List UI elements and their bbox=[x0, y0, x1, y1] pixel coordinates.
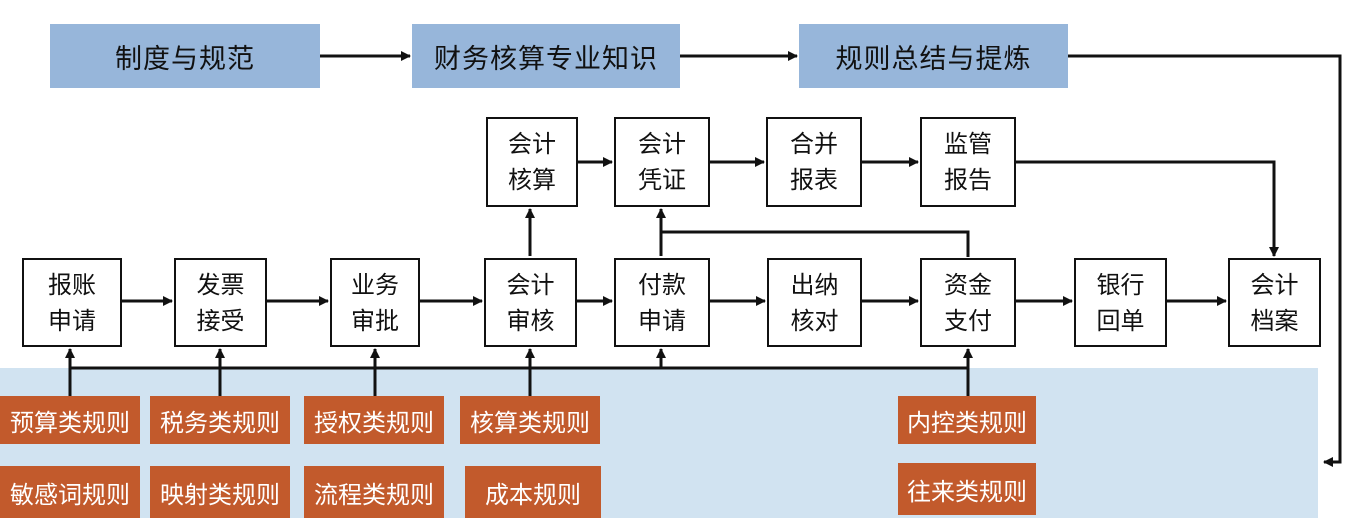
rule-sensitive: 敏感词规则 bbox=[0, 466, 140, 518]
node-line: 审核 bbox=[506, 306, 555, 335]
node-line: 凭证 bbox=[638, 166, 686, 194]
rule-label: 流程类规则 bbox=[314, 480, 434, 509]
node-line: 核对 bbox=[790, 306, 839, 335]
rule-label: 往来类规则 bbox=[907, 477, 1027, 506]
node-line: 档案 bbox=[1250, 306, 1299, 335]
node-line: 接受 bbox=[196, 306, 245, 335]
top-box-label: 财务核算专业知识 bbox=[434, 43, 658, 75]
rule-label: 预算类规则 bbox=[10, 408, 130, 437]
node-line: 回单 bbox=[1096, 306, 1145, 335]
node-cashier: 出纳 核对 bbox=[767, 258, 862, 347]
rule-calc: 核算类规则 bbox=[460, 396, 600, 444]
rule-label: 核算类规则 bbox=[470, 408, 590, 437]
node-line: 支付 bbox=[944, 306, 992, 335]
node-line: 付款 bbox=[638, 270, 686, 299]
node-line: 报表 bbox=[790, 166, 838, 194]
node-line: 核算 bbox=[508, 166, 556, 194]
top-box-summary: 规则总结与提炼 bbox=[799, 24, 1068, 88]
node-line: 资金 bbox=[944, 270, 992, 299]
node-voucher: 会计 凭证 bbox=[614, 117, 710, 207]
node-line: 发票 bbox=[196, 270, 245, 299]
node-line: 会计 bbox=[506, 270, 555, 299]
node-line: 会计 bbox=[508, 130, 556, 158]
node-line: 会计 bbox=[638, 130, 686, 158]
top-box-institution: 制度与规范 bbox=[50, 24, 320, 88]
node-line: 合并 bbox=[790, 130, 838, 158]
rule-cost: 成本规则 bbox=[465, 466, 601, 518]
node-fund: 资金 支付 bbox=[920, 258, 1016, 347]
rule-label: 成本规则 bbox=[485, 480, 581, 509]
rule-dealings: 往来类规则 bbox=[898, 463, 1036, 515]
node-reimburse: 报账 申请 bbox=[22, 258, 122, 347]
node-invoice: 发票 接受 bbox=[174, 258, 267, 347]
rule-label: 映射类规则 bbox=[160, 480, 280, 509]
node-line: 监管 bbox=[944, 130, 992, 158]
node-line: 报账 bbox=[48, 270, 96, 299]
node-line: 会计 bbox=[1250, 270, 1299, 299]
top-box-label: 制度与规范 bbox=[115, 43, 255, 75]
node-audit: 会计 审核 bbox=[484, 258, 577, 347]
node-line: 出纳 bbox=[790, 270, 839, 299]
node-line: 报告 bbox=[944, 166, 992, 194]
node-line: 申请 bbox=[638, 306, 686, 335]
rule-tax: 税务类规则 bbox=[150, 396, 290, 444]
top-box-knowledge: 财务核算专业知识 bbox=[412, 24, 680, 88]
rule-label: 授权类规则 bbox=[314, 408, 434, 437]
node-payreq: 付款 申请 bbox=[614, 258, 710, 347]
rule-auth: 授权类规则 bbox=[304, 396, 444, 444]
node-line: 业务 bbox=[351, 270, 399, 299]
rule-control: 内控类规则 bbox=[898, 396, 1036, 444]
rule-label: 税务类规则 bbox=[160, 408, 280, 437]
node-merge: 合并 报表 bbox=[766, 117, 862, 207]
rule-mapping: 映射类规则 bbox=[150, 466, 290, 518]
rule-label: 内控类规则 bbox=[907, 408, 1027, 437]
rule-flow: 流程类规则 bbox=[304, 466, 444, 518]
node-archive: 会计 档案 bbox=[1228, 258, 1321, 347]
top-box-label: 规则总结与提炼 bbox=[835, 43, 1032, 75]
node-business: 业务 审批 bbox=[330, 258, 420, 347]
rule-budget: 预算类规则 bbox=[0, 396, 140, 444]
node-line: 银行 bbox=[1096, 270, 1145, 299]
rule-label: 敏感词规则 bbox=[10, 480, 130, 509]
node-bank: 银行 回单 bbox=[1074, 258, 1167, 347]
node-line: 审批 bbox=[351, 306, 399, 335]
node-accounting: 会计 核算 bbox=[486, 117, 578, 207]
node-regulatory: 监管 报告 bbox=[920, 117, 1016, 207]
node-line: 申请 bbox=[48, 306, 96, 335]
